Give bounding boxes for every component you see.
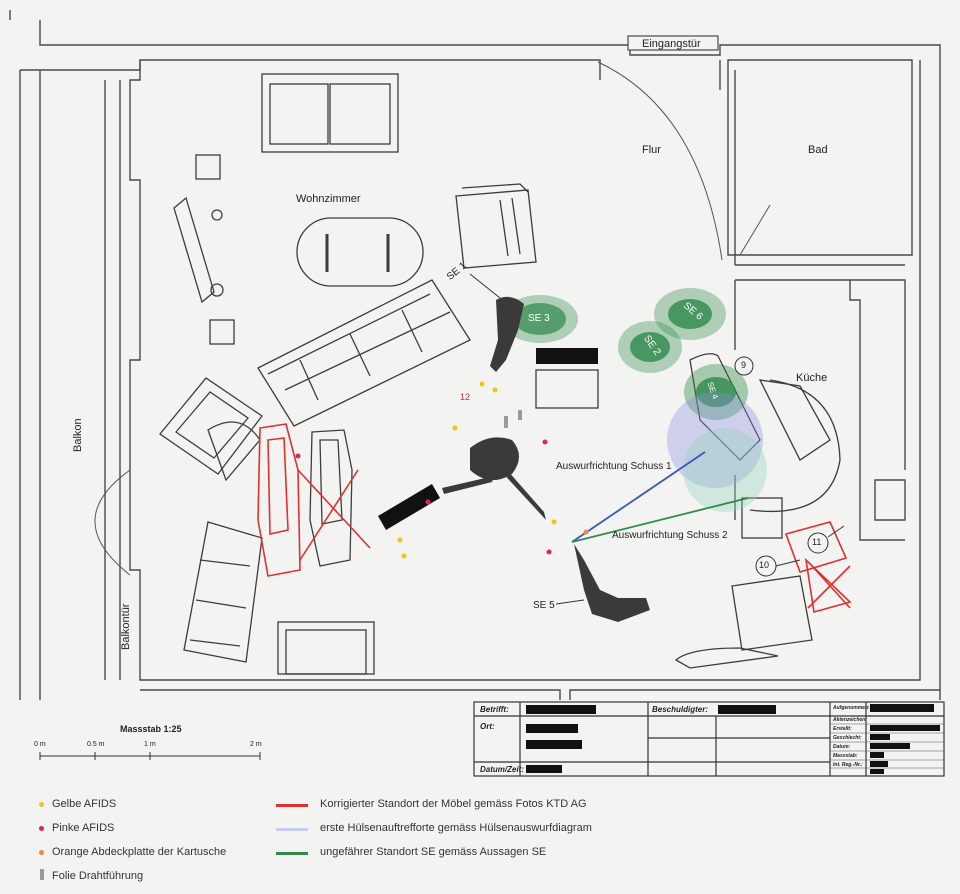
title-block-rows: [830, 723, 944, 769]
hall-label: Flur: [642, 144, 661, 156]
legend-green: ungefährer Standort SE gemäss Aussagen S…: [320, 846, 547, 858]
legend-pink-swatch: [39, 826, 44, 831]
se3-label: SE 3: [528, 313, 550, 324]
living-room-label: Wohnzimmer: [296, 193, 361, 205]
redaction-datum: [526, 765, 562, 773]
marker-9: 9: [741, 360, 747, 370]
legend-grey-swatch: [40, 869, 44, 880]
entrance-label: Eingangstür: [642, 38, 701, 50]
redaction-r5: [870, 743, 910, 749]
marker-11: 11: [812, 537, 822, 547]
legend-yellow: Gelbe AFIDS: [52, 798, 117, 810]
ejection-shot1-label: Auswurfrichtung Schuss 1: [556, 461, 672, 472]
balcony-door-label: Balkontür: [120, 603, 132, 650]
furniture: [159, 73, 841, 675]
title-datum: Datum/Zeit:: [480, 765, 524, 774]
title-row6: Massstab:: [833, 753, 858, 759]
redaction-ort-1: [526, 724, 578, 733]
redaction-beschuldigter: [718, 705, 776, 714]
scale-tick-1: 1 m: [144, 741, 156, 748]
se5-label: SE 5: [533, 600, 555, 611]
legend-orange-swatch: [39, 850, 44, 855]
legend-pink: Pinke AFIDS: [52, 822, 115, 834]
title-row7: Int. Reg.-Nr.:: [833, 762, 863, 768]
legend-blue-swatch: [276, 828, 308, 831]
scale-tick-0: 0 m: [34, 741, 46, 748]
balcony-label: Balkon: [72, 418, 84, 452]
corrected-furniture: [257, 423, 852, 614]
leader-lines: [469, 273, 585, 605]
kitchen-label: Küche: [796, 372, 828, 384]
redaction-r4: [870, 734, 890, 740]
legend-orange: Orange Abdeckplatte der Kartusche: [52, 846, 227, 858]
legend-blue: erste Hülsenauftrefforte gemäss Hülsenau…: [320, 822, 592, 834]
entrance-door: [627, 35, 719, 51]
title-row4: Geschlecht:: [833, 735, 862, 741]
title-row3: Erstellt:: [833, 726, 852, 732]
door-swings: [94, 61, 771, 576]
ejection-shot2-label: Auswurfrichtung Schuss 2: [612, 530, 728, 541]
marker-12: 12: [460, 392, 471, 402]
redacted-objects: [378, 348, 598, 530]
person-silhouettes: [442, 296, 650, 622]
numbered-markers: [734, 356, 845, 577]
title-row1: Aufgenommen:: [833, 705, 870, 711]
ejection-lines: [571, 451, 749, 543]
title-row5: Datum:: [833, 744, 851, 750]
legend-grey: Folie Drahtführung: [52, 870, 144, 882]
legend-red-swatch: [276, 804, 308, 807]
walls: [9, 10, 941, 700]
marker-10: 10: [759, 560, 770, 570]
title-block: [473, 701, 945, 777]
scale-title: Massstab 1:25: [120, 724, 182, 734]
title-betrifft: Betrifft:: [480, 705, 509, 714]
legend-red: Korrigierter Standort der Möbel gemäss F…: [320, 798, 587, 810]
title-ort: Ort:: [480, 722, 495, 731]
scale-tick-2: 2 m: [250, 741, 262, 748]
redaction-r7: [870, 761, 888, 767]
orange-plate: [583, 529, 589, 535]
redaction-r1: [870, 704, 934, 712]
scale-tick-05: 0.5 m: [87, 741, 105, 748]
cartridge-impact-areas: [667, 392, 767, 512]
redaction-r6: [870, 752, 884, 758]
title-beschuldigter: Beschuldigter:: [652, 705, 709, 714]
legend-yellow-swatch: [39, 802, 44, 807]
se-positions: [502, 288, 748, 420]
pink-afids: [295, 439, 552, 555]
bath-label: Bad: [808, 144, 828, 156]
redaction-betrifft: [526, 705, 596, 714]
title-row2: Aktenzeichen:: [833, 717, 867, 723]
scale-bar: [39, 752, 261, 760]
folie-markers: [504, 410, 522, 428]
redaction-ort-2: [526, 740, 582, 749]
redaction-r8: [870, 769, 884, 774]
legend-green-swatch: [276, 852, 308, 855]
redaction-r3: [870, 725, 940, 731]
yellow-afids: [397, 381, 557, 559]
